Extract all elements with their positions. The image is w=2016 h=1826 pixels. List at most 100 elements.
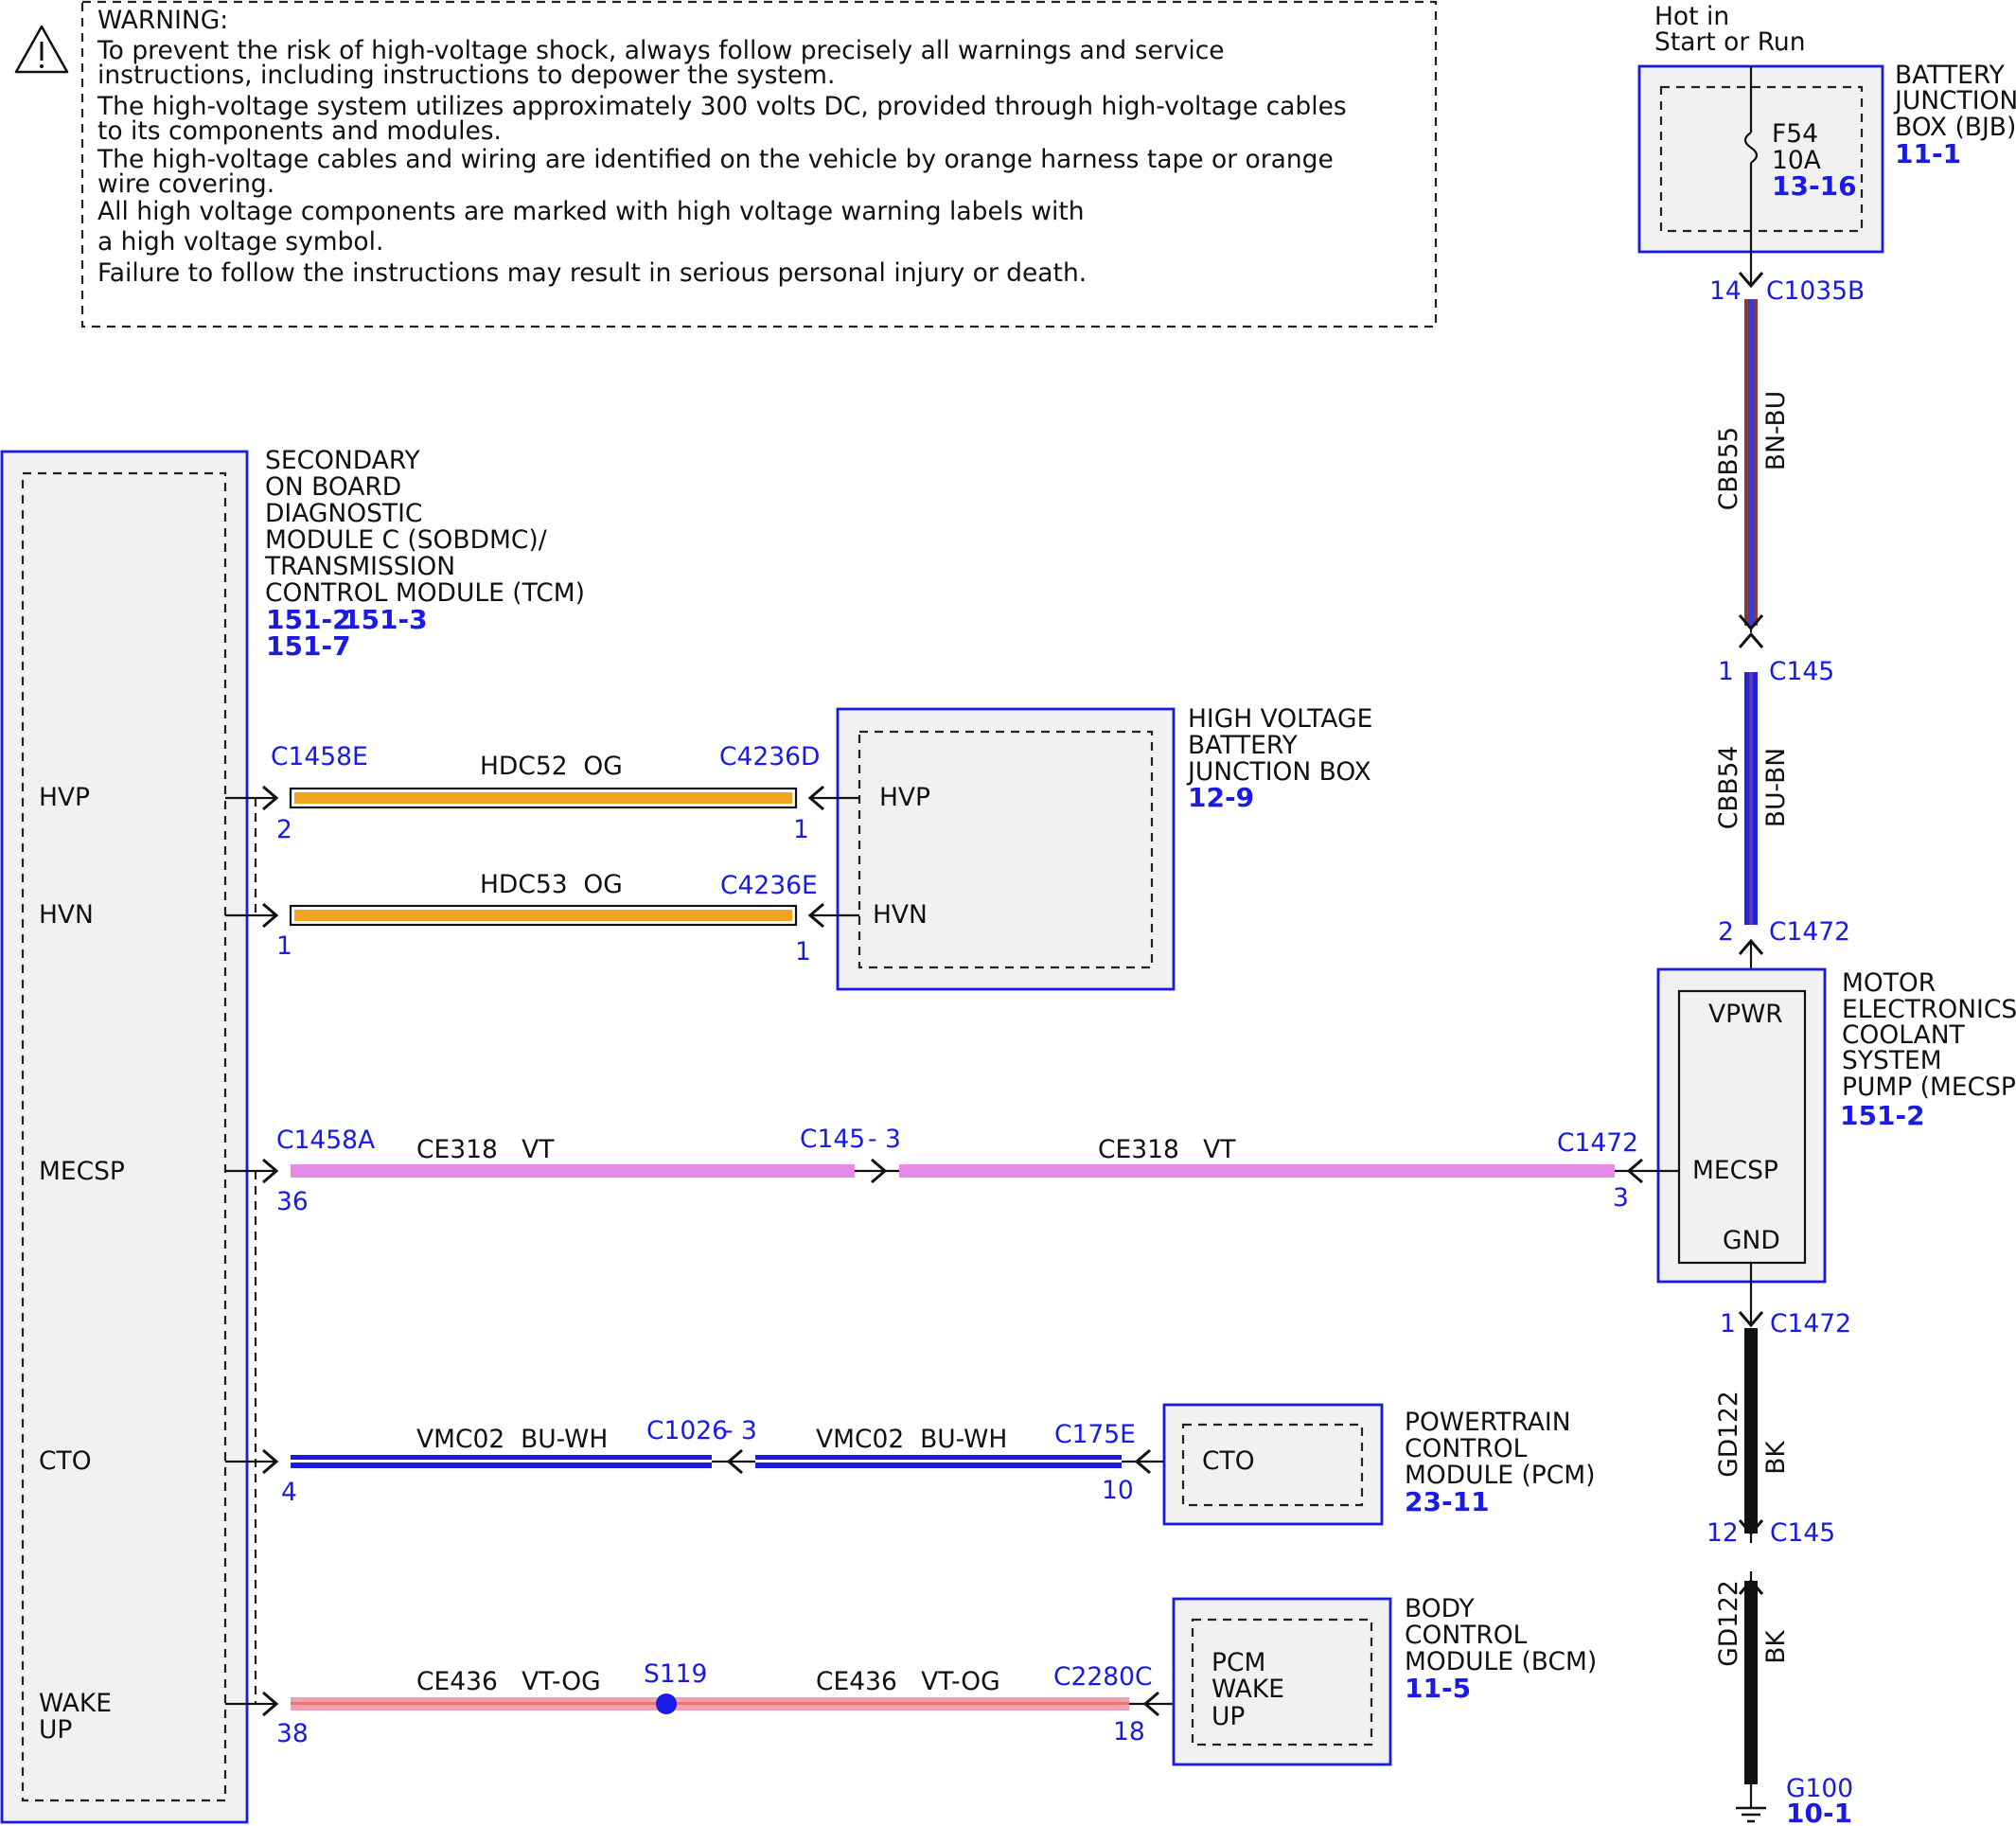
wire-ce318[interactable]: [225, 1158, 1679, 1184]
pcm-name: CONTROL: [1405, 1434, 1528, 1463]
wire-cbb55[interactable]: [1744, 299, 1758, 626]
warning-line: to its components and modules.: [97, 116, 502, 146]
pin-hvp-label: HVP: [39, 783, 90, 812]
sobdmc-tcm-module[interactable]: HVP HVN MECSP CTO WAKE UP: [0, 450, 249, 1824]
sobdmc-name: MODULE C (SOBDMC)/: [265, 525, 547, 555]
connector-id: C1458A: [276, 1126, 375, 1155]
sobdmc-ref-link[interactable]: 151-2: [266, 604, 351, 635]
wire-hdc52[interactable]: [225, 785, 859, 811]
wire-hdc53[interactable]: [225, 902, 859, 929]
fuse-rating: 10A: [1772, 146, 1821, 175]
mecsp-name: ELECTRONICS: [1842, 995, 2016, 1024]
wire-label: CE318 VT: [1098, 1135, 1236, 1164]
connector-id: C1026: [646, 1416, 728, 1445]
wire-label: CE318 VT: [416, 1135, 555, 1164]
hv-battery-junction-box[interactable]: HVP HVN: [836, 707, 1176, 991]
bcm-module[interactable]: PCM WAKE UP: [1172, 1597, 1392, 1766]
pin-cto-label: CTO: [1202, 1446, 1255, 1476]
warning-line: To prevent the risk of high-voltage shoc…: [97, 36, 1225, 65]
wire-cbb54[interactable]: [1744, 672, 1758, 925]
pin-vpwr-label: VPWR: [1708, 1000, 1783, 1029]
wire-circuit-label: CBB55: [1714, 427, 1743, 511]
pin-up-label: UP: [39, 1715, 72, 1745]
pin-hvn-label: HVN: [873, 900, 928, 930]
connector-id: C1472: [1557, 1128, 1638, 1158]
pin-number: - 3: [724, 1416, 757, 1445]
connector-id: C175E: [1054, 1420, 1136, 1449]
pcm-name: MODULE (PCM): [1405, 1461, 1595, 1490]
wire-label: HDC53 OG: [480, 870, 623, 899]
sobdmc-name: SECONDARY: [265, 446, 421, 475]
bjb-ref-link[interactable]: 11-1: [1895, 138, 1961, 169]
pin-cto-label: CTO: [39, 1446, 92, 1476]
bjb-name: BOX (BJB): [1895, 113, 2016, 142]
battery-junction-box[interactable]: F54 10A 13-16: [1637, 64, 1884, 286]
wire-circuit-label: CBB54: [1714, 746, 1743, 830]
connector-arrow-icon: [262, 1158, 279, 1184]
pcm-module[interactable]: CTO: [1162, 1403, 1384, 1526]
pin-number: 10: [1102, 1476, 1134, 1505]
wire-ce436[interactable]: [225, 1691, 1193, 1717]
pin-number: 1: [793, 815, 809, 844]
pin-number: 1: [1718, 657, 1734, 686]
wire-label: CE436 VT-OG: [816, 1667, 1000, 1696]
connector-arrow-icon: [262, 785, 279, 811]
wire-gd122-upper[interactable]: [1744, 1328, 1758, 1533]
connector-id: C4236E: [720, 871, 818, 900]
bcm-ref-link[interactable]: 11-5: [1405, 1673, 1471, 1704]
fuse-ref-link[interactable]: 13-16: [1772, 170, 1857, 202]
wire-label: VMC02 BU-WH: [816, 1425, 1007, 1454]
pin-number: 4: [281, 1478, 297, 1507]
hot-in-label: Hot in: [1654, 2, 1729, 31]
mecsp-name: PUMP (MECSP): [1842, 1073, 2016, 1102]
ground-icon: [1736, 1784, 1766, 1823]
pin-number: 12: [1707, 1518, 1739, 1548]
warning-line: Failure to follow the instructions may r…: [97, 258, 1087, 288]
bcm-name: CONTROL: [1405, 1621, 1528, 1650]
connector-id: C4236D: [719, 742, 820, 771]
hvbjb-name: BATTERY: [1188, 731, 1299, 760]
pcm-name: POWERTRAIN: [1405, 1408, 1571, 1437]
connector-arrow-icon: [1738, 631, 1764, 648]
sobdmc-name: DIAGNOSTIC: [265, 499, 422, 528]
pcm-ref-link[interactable]: 23-11: [1405, 1486, 1490, 1517]
fuse-id: F54: [1772, 119, 1818, 149]
pin-label: UP: [1211, 1702, 1245, 1731]
mecsp-ref-link[interactable]: 151-2: [1840, 1100, 1925, 1131]
sobdmc-ref-link[interactable]: 151-7: [266, 630, 351, 662]
connector-arrow-icon: [262, 1448, 279, 1475]
sobdmc-name: CONTROL MODULE (TCM): [265, 578, 585, 608]
mecsp-name: SYSTEM: [1842, 1046, 1942, 1075]
mecsp-module[interactable]: VPWR MECSP GND: [1656, 967, 1827, 1284]
wire-label: CE436 VT-OG: [416, 1667, 601, 1696]
pin-number: 3: [1613, 1183, 1629, 1213]
wire-label: HDC52 OG: [480, 752, 623, 781]
pin-number: 1: [795, 937, 811, 966]
hvbjb-ref-link[interactable]: 12-9: [1188, 782, 1254, 813]
pin-label: WAKE: [1211, 1675, 1284, 1704]
connector-id: C2280C: [1053, 1662, 1152, 1692]
wire-label: VMC02 BU-WH: [416, 1425, 608, 1454]
warning-line: The high-voltage system utilizes approxi…: [97, 92, 1347, 121]
wire-gd122-lower[interactable]: [1744, 1581, 1758, 1784]
connector-id: C145: [1770, 1518, 1835, 1548]
bjb-name: JUNCTION: [1893, 86, 2016, 115]
sobdmc-ref-link[interactable]: 151-3: [343, 604, 428, 635]
pin-number: 2: [1718, 917, 1734, 947]
bcm-name: BODY: [1405, 1594, 1476, 1623]
pin-mecsp-label: MECSP: [1692, 1156, 1778, 1185]
ground-ref-link[interactable]: 10-1: [1786, 1798, 1852, 1826]
mecsp-name: COOLANT: [1842, 1020, 1966, 1050]
wire-vmc02[interactable]: [225, 1448, 1183, 1475]
wire-circuit-label: GD122: [1714, 1391, 1743, 1478]
connector-arrow-icon: [262, 902, 279, 929]
fuse-icon: [1743, 132, 1759, 164]
connector-id: C145: [800, 1125, 865, 1154]
connector-id: C1472: [1769, 917, 1850, 947]
pin-number: 2: [276, 815, 292, 844]
mecsp-name: MOTOR: [1842, 968, 1936, 998]
wire-color-label: BK: [1761, 1630, 1791, 1664]
pin-number: - 3: [868, 1125, 901, 1154]
connector-arrow-icon: [1738, 1311, 1764, 1328]
